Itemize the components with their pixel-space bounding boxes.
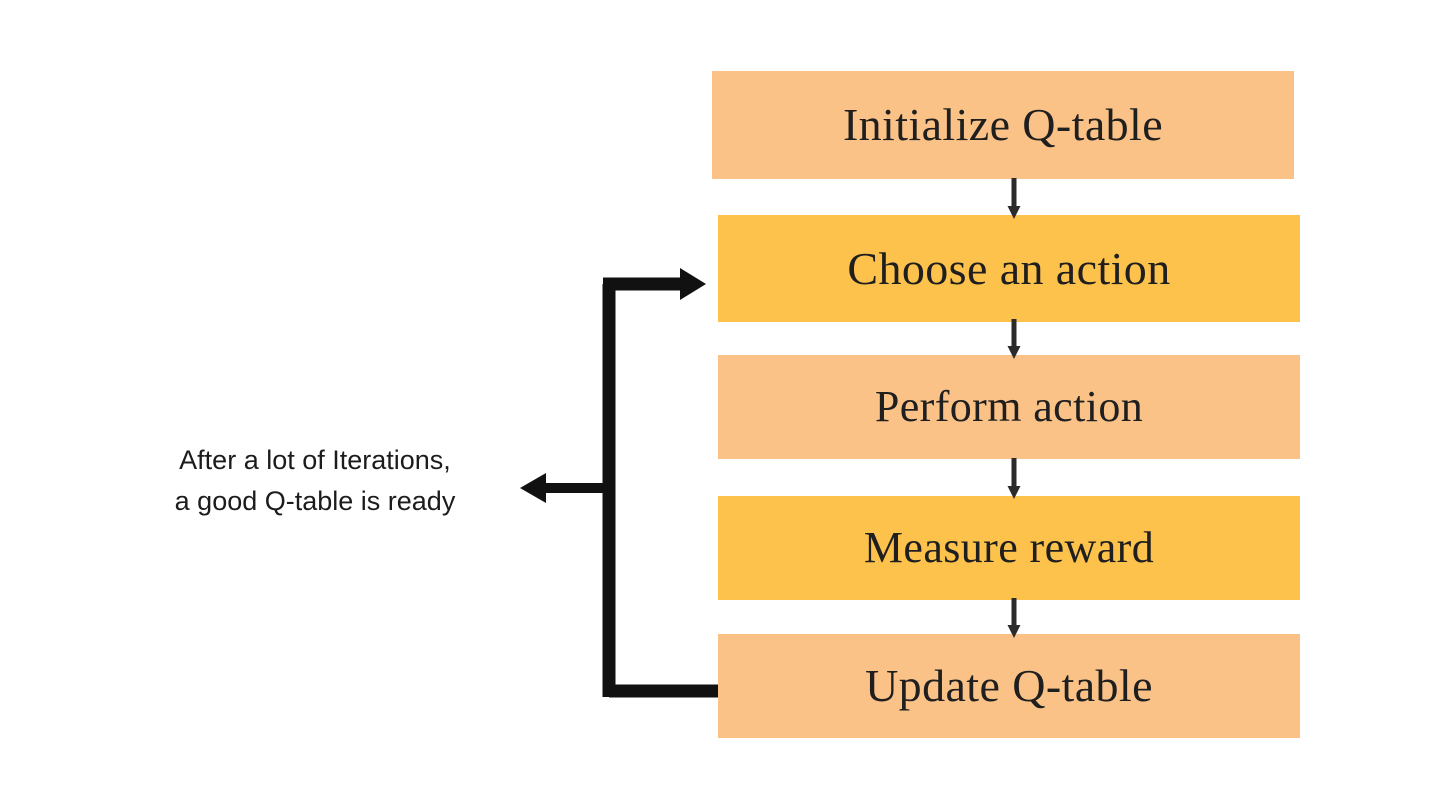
flow-node-label: Perform action [874,382,1144,431]
flow-node-label: Choose an action [847,242,1171,294]
flow-node-perform-action[interactable]: Perform action [718,355,1300,459]
annotation-text: After a lot of Iterations, a good Q-tabl… [120,440,510,522]
flow-node-label: Update Q-table [865,660,1153,711]
arrow-down-icon-measure-to-update [1001,597,1027,639]
flow-node-label: Measure reward [863,523,1155,572]
flow-node-measure-reward[interactable]: Measure reward [718,496,1300,600]
flow-node-label: Initialize Q-table [842,99,1164,150]
loop-back-arrow-icon [500,265,730,710]
annotation-line-2: a good Q-table is ready [174,486,456,516]
flow-node-update-q-table[interactable]: Update Q-table [718,634,1300,738]
annotation-line-1: After a lot of Iterations, [179,445,451,475]
flow-node-initialize-q-table[interactable]: Initialize Q-table [712,71,1294,179]
arrow-down-icon-perform-to-measure [1001,456,1027,500]
flow-node-choose-an-action[interactable]: Choose an action [718,215,1300,322]
arrow-down-icon-init-to-choose [1001,176,1027,220]
arrow-down-icon-choose-to-perform [1001,318,1027,360]
